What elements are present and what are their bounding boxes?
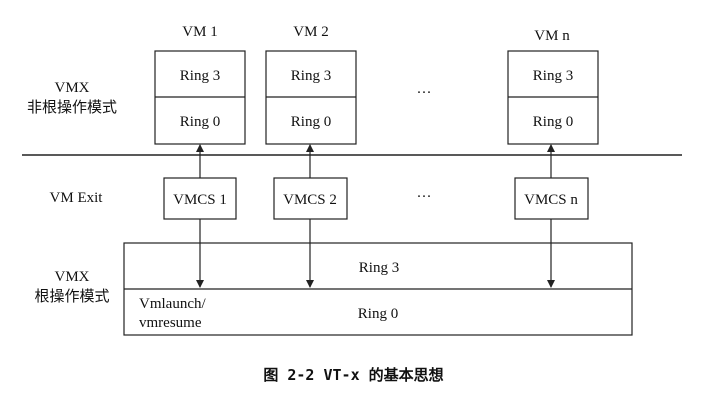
vm-ellipsis: ··· (417, 85, 432, 101)
vmcs-1: VMCS 1 (163, 177, 237, 220)
nonroot-mode-label-cn: 非根操作模式 (27, 99, 117, 116)
nonroot-mode-label-en: VMX (54, 80, 89, 96)
vmlaunch-label: Vmlaunch/ (139, 296, 206, 312)
root-mode-box: Ring 3 Ring 0 Vmlaunch/ vmresume (123, 242, 633, 336)
root-mode-label-en: VMX (54, 269, 89, 285)
vmcs-n: VMCS n (514, 177, 589, 220)
vmcs-ellipsis: ··· (417, 189, 432, 205)
root-ring-0: Ring 0 (358, 306, 398, 322)
vm-1-name: VM 1 (182, 24, 217, 40)
vm-n-name: VM n (534, 28, 570, 44)
figure-caption: 图 2-2 VT-x 的基本思想 (263, 366, 444, 384)
root-mode-label-cn: 根操作模式 (34, 288, 109, 305)
vm-n: VM n Ring 3 Ring 0 (507, 28, 599, 145)
vm-2: VM 2 Ring 3 Ring 0 (265, 24, 357, 145)
vm-1: VM 1 Ring 3 Ring 0 (154, 24, 246, 145)
vmcs-n-label: VMCS n (524, 192, 578, 208)
vm-1-ring-0: Ring 0 (180, 114, 220, 130)
vmcs-2-label: VMCS 2 (283, 192, 337, 208)
vmresume-label: vmresume (139, 315, 202, 331)
vmcs-2: VMCS 2 (273, 177, 348, 220)
vm-exit-label: VM Exit (50, 190, 104, 206)
vm-2-ring-3: Ring 3 (291, 68, 331, 84)
vm-n-ring-0: Ring 0 (533, 114, 573, 130)
vm-2-name: VM 2 (293, 24, 328, 40)
vm-1-ring-3: Ring 3 (180, 68, 220, 84)
vm-2-ring-0: Ring 0 (291, 114, 331, 130)
root-ring-3: Ring 3 (359, 260, 399, 276)
vm-n-ring-3: Ring 3 (533, 68, 573, 84)
vmcs-1-label: VMCS 1 (173, 192, 227, 208)
